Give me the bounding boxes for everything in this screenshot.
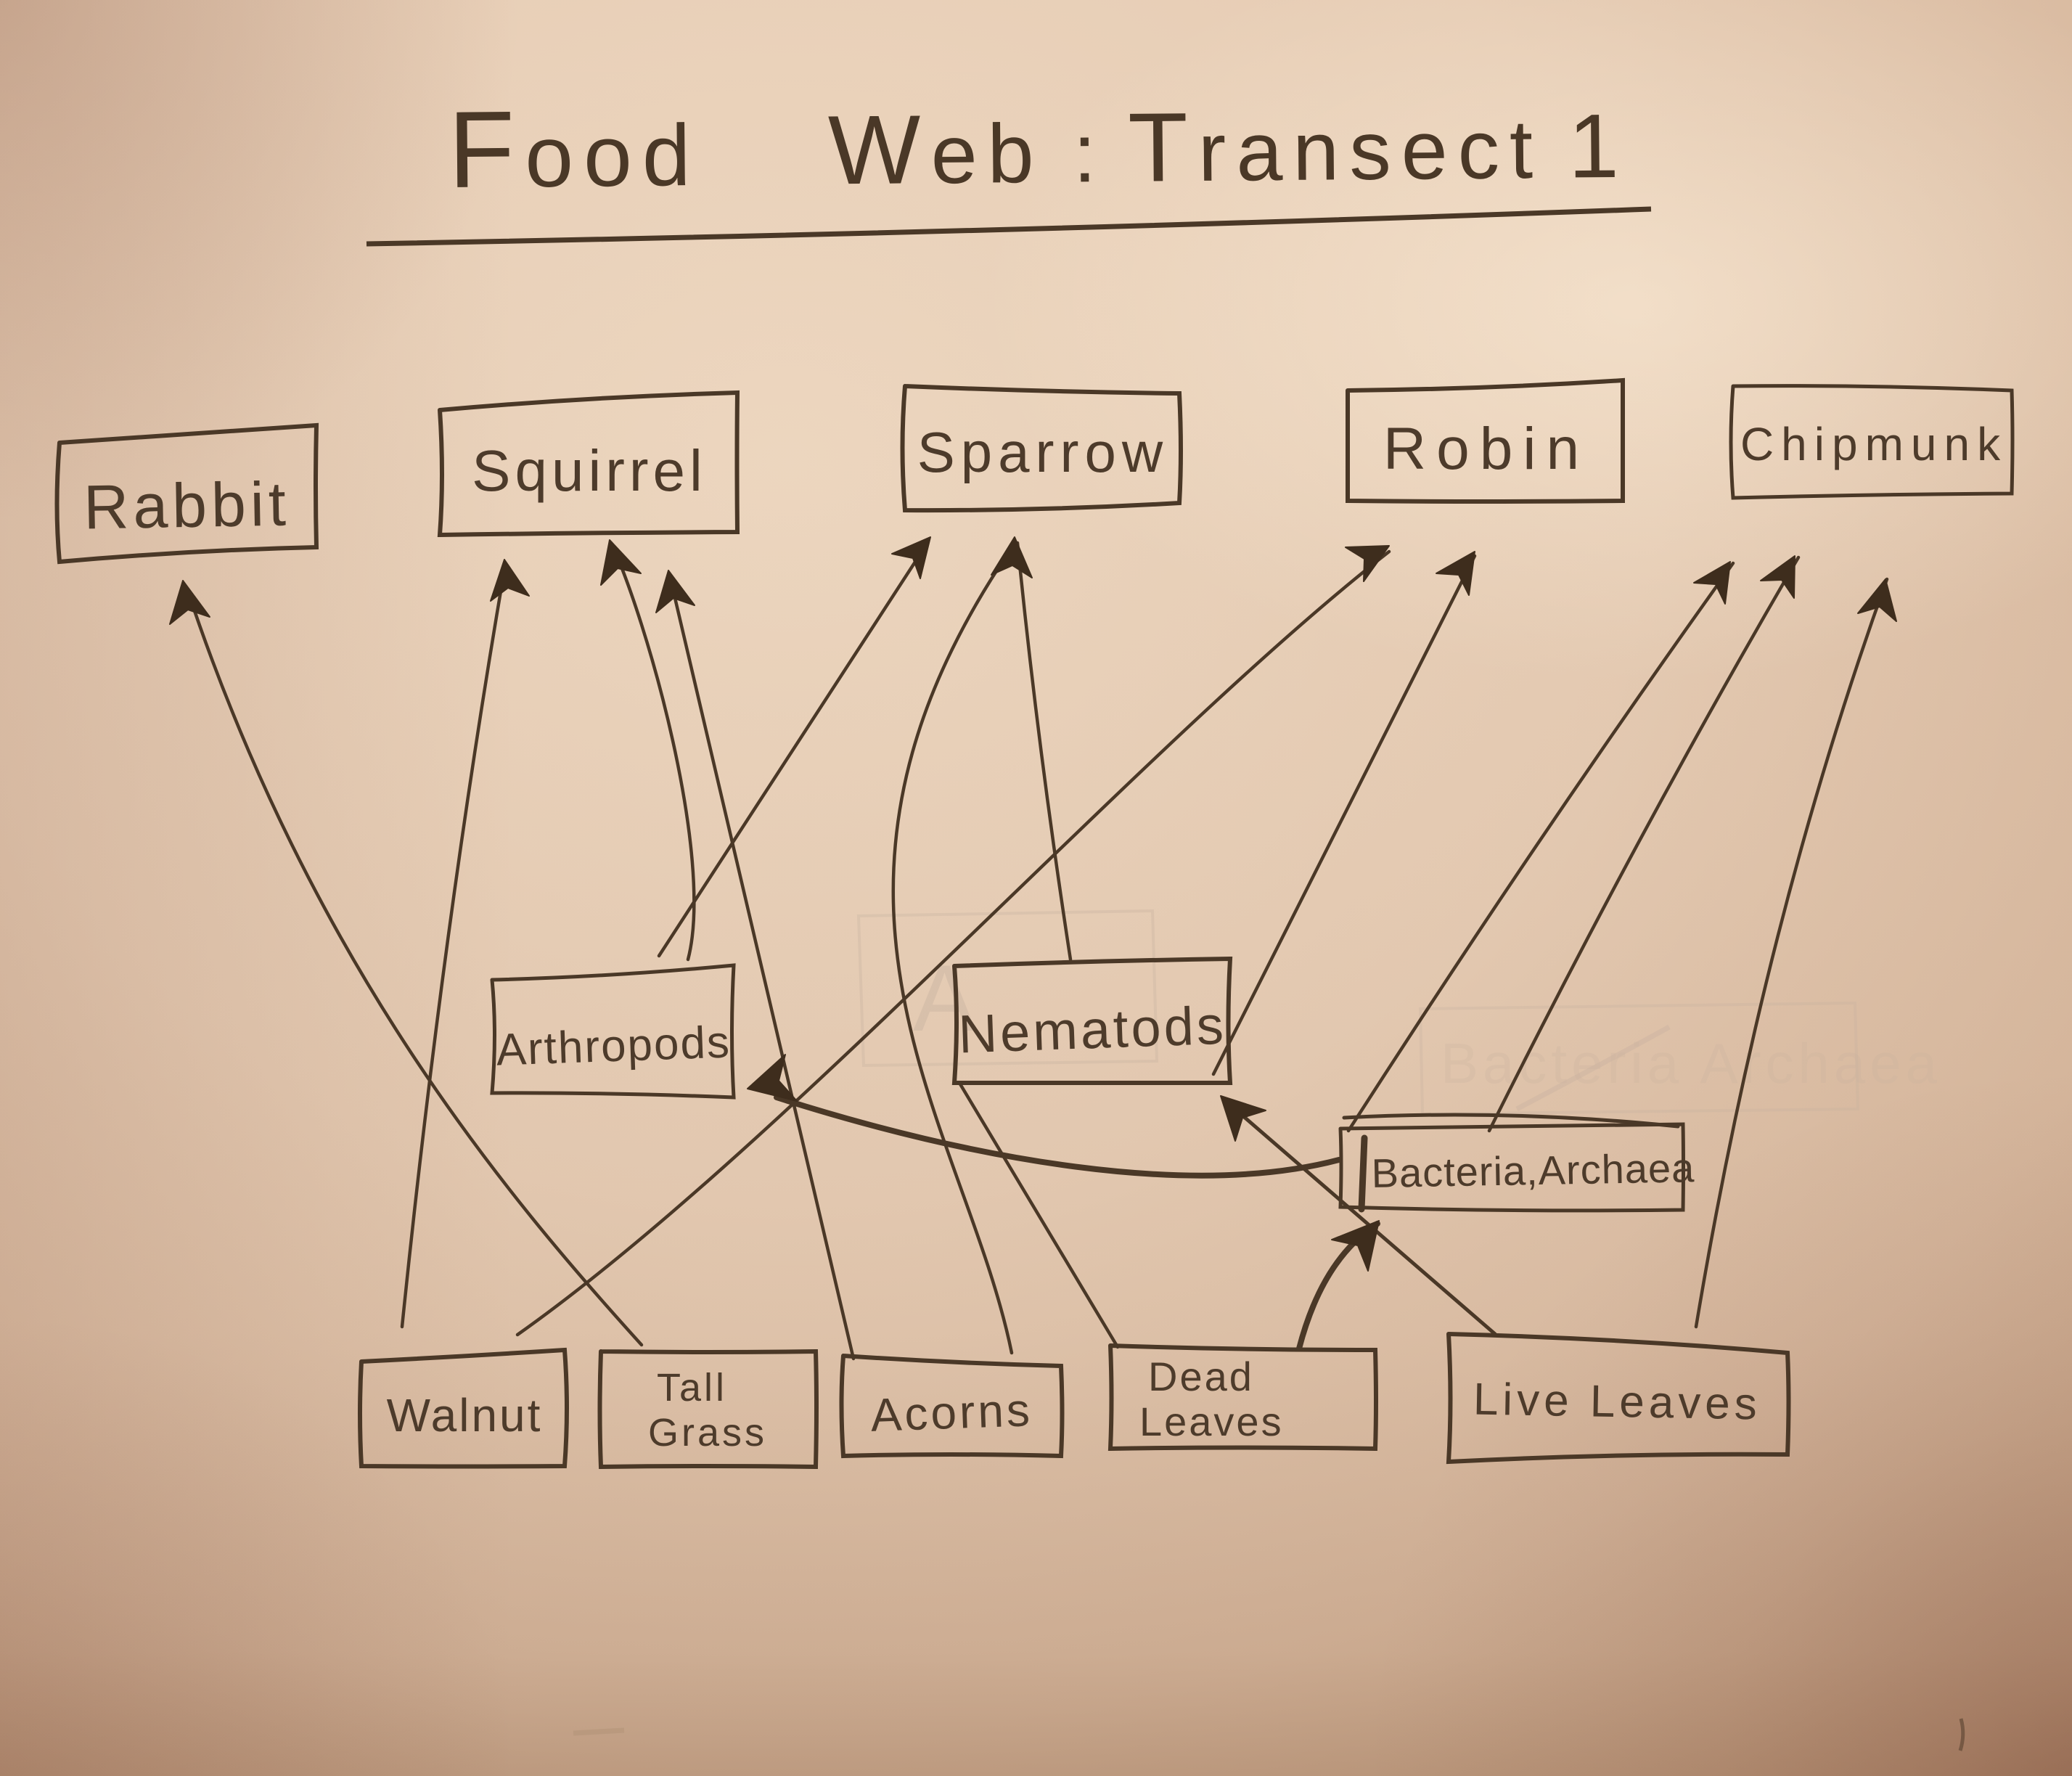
svg-text:Dead: Dead xyxy=(1148,1354,1254,1399)
svg-text:Robin: Robin xyxy=(1383,416,1589,482)
svg-text:Tall: Tall xyxy=(657,1366,727,1409)
svg-text:Arthropods: Arthropods xyxy=(496,1017,732,1075)
svg-text:Grass: Grass xyxy=(648,1411,767,1454)
svg-text:Acorns: Acorns xyxy=(869,1383,1033,1441)
svg-text:Chipmunk: Chipmunk xyxy=(1740,418,2007,470)
svg-text:Live Leaves: Live Leaves xyxy=(1473,1375,1761,1430)
svg-text:Walnut: Walnut xyxy=(387,1389,543,1441)
svg-text:Nematods: Nematods xyxy=(957,995,1227,1065)
svg-text:Bacteria Archaea: Bacteria Archaea xyxy=(1441,1031,1941,1095)
svg-text:Rabbit: Rabbit xyxy=(83,470,290,543)
svg-text:Bacteria,Archaea: Bacteria,Archaea xyxy=(1371,1145,1695,1196)
svg-text:Leaves: Leaves xyxy=(1139,1399,1284,1444)
svg-text:Squirrel: Squirrel xyxy=(472,438,707,503)
svg-text:Sparrow: Sparrow xyxy=(917,420,1168,484)
